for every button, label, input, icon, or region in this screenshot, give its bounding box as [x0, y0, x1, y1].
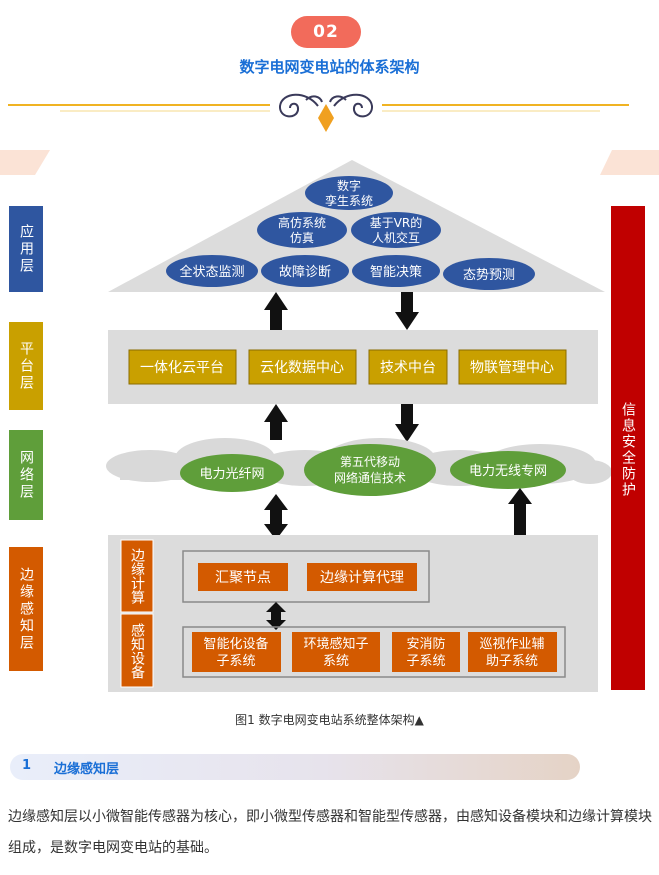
section-heading-bar: [10, 754, 580, 780]
app-decision-label: 智能决策: [370, 264, 422, 280]
app-monitoring-label: 全状态监测: [179, 264, 244, 280]
arrow-down-icon: [395, 292, 419, 330]
layer-label-application-text: 应用层: [18, 223, 34, 275]
edge-box-aggregation-label: 汇聚节点: [215, 570, 271, 586]
app-digital-twin-label-1: 数字: [337, 178, 361, 193]
app-diagnosis: 故障诊断: [261, 255, 349, 287]
sensing-box-devices-label-1: 智能化设备: [203, 636, 268, 652]
sensing-box-fire-label-2: 子系统: [406, 654, 445, 669]
network-5g-label-2: 网络通信技术: [334, 470, 406, 485]
double-arrow-icon: [266, 602, 286, 630]
page-title: 数字电网变电站的体系架构: [239, 58, 420, 76]
network-5g: 第五代移动 网络通信技术: [304, 444, 436, 496]
section-title: 边缘感知层: [54, 762, 120, 777]
sensing-box-environment: 环境感知子 系统: [292, 632, 380, 672]
sensing-box-fire: 安消防 子系统: [392, 632, 460, 672]
platform-box-datacenter-label: 云化数据中心: [260, 360, 344, 376]
body-paragraph: 边缘感知层以小微智能传感器为核心，即小微型传感器和智能型传感器，由感知设备模块和…: [8, 809, 652, 856]
sensing-box-patrol-label-1: 巡视作业辅: [479, 637, 544, 652]
section-badge: 02: [291, 16, 361, 48]
app-monitoring: 全状态监测: [166, 255, 258, 287]
app-simulation-label-1: 高仿系统: [278, 215, 326, 230]
app-vr: 基于VR的 人机交互: [351, 212, 441, 248]
security-label: 信息安全防护: [611, 390, 645, 510]
ornament-divider: [8, 93, 629, 132]
app-digital-twin-label-2: 孪生系统: [325, 193, 373, 208]
platform-box-cloud-label: 一体化云平台: [140, 360, 224, 376]
app-simulation-label-2: 仿真: [290, 231, 314, 245]
diamond-ornament-icon: [318, 104, 334, 132]
sensing-box-environment-label-2: 系统: [323, 654, 349, 669]
sensing-device-label-box: [120, 613, 154, 688]
edge-box-agent-label: 边缘计算代理: [320, 570, 404, 586]
app-diagnosis-label: 故障诊断: [279, 265, 331, 280]
layer-label-edge: 边缘感知层: [9, 547, 43, 671]
layer-label-network-text: 网络层: [18, 449, 34, 501]
edge-box-aggregation: 汇聚节点: [198, 563, 288, 591]
network-wireless-label: 电力无线专网: [469, 464, 547, 479]
sensing-device-label-text: 感知设备: [129, 622, 145, 679]
security-label-text: 信息安全防护: [620, 402, 636, 498]
app-vr-label-1: 基于VR的: [370, 215, 423, 230]
sensing-device-label: 感知设备: [121, 614, 153, 687]
arrow-up-icon: [264, 292, 288, 330]
platform-box-techcenter-label: 技术中台: [380, 360, 436, 376]
platform-box-iot: 物联管理中心: [458, 349, 567, 385]
network-wireless: 电力无线专网: [450, 451, 566, 489]
layer-label-platform: 平台层: [9, 322, 43, 410]
architecture-diagram: 数字 孪生系统 高仿系统 仿真 基于VR的 人机交互 全状态监测 故障诊断 智能…: [0, 150, 659, 692]
network-fiber: 电力光纤网: [180, 454, 284, 492]
platform-box-techcenter: 技术中台: [368, 349, 448, 385]
double-arrow-icon: [264, 494, 288, 540]
figure-caption: 图1 数字电网变电站系统整体架构▲: [235, 713, 424, 727]
app-digital-twin: 数字 孪生系统: [305, 176, 393, 210]
layer-label-application: 应用层: [9, 206, 43, 292]
app-simulation: 高仿系统 仿真: [257, 212, 347, 248]
layer-label-edge-text: 边缘感知层: [18, 566, 34, 652]
platform-box-iot-label: 物联管理中心: [470, 360, 554, 376]
app-prediction-label: 态势预测: [463, 267, 515, 283]
sensing-box-patrol: 巡视作业辅 助子系统: [468, 632, 557, 672]
edge-computing-label-box: [120, 539, 154, 613]
sensing-box-patrol-label-2: 助子系统: [486, 654, 538, 669]
section-number: 1: [22, 758, 32, 773]
sensing-box-fire-label-1: 安消防: [406, 636, 445, 652]
edge-computing-frame: [182, 550, 430, 603]
layer-label-platform-text: 平台层: [18, 340, 34, 392]
app-prediction: 态势预测: [443, 258, 535, 290]
sensing-frame: [182, 626, 566, 678]
platform-box-cloud: 一体化云平台: [128, 349, 237, 385]
security-bar: [611, 206, 645, 690]
arrow-up-icon: [264, 404, 288, 440]
network-5g-label-1: 第五代移动: [340, 455, 400, 469]
edge-computing-label-text: 边缘计算: [129, 548, 145, 604]
edge-box-agent: 边缘计算代理: [307, 563, 417, 591]
app-vr-label-2: 人机交互: [372, 230, 420, 245]
edge-computing-label: 边缘计算: [121, 540, 153, 612]
layer-label-network: 网络层: [9, 430, 43, 520]
sensing-box-environment-label-1: 环境感知子: [303, 636, 368, 652]
swirl-ornament-icon: [279, 93, 373, 118]
platform-box-datacenter: 云化数据中心: [248, 349, 357, 385]
sensing-box-devices: 智能化设备 子系统: [192, 632, 281, 672]
network-fiber-label: 电力光纤网: [199, 467, 264, 482]
app-decision: 智能决策: [352, 255, 440, 287]
arrow-down-icon: [395, 404, 419, 442]
sensing-box-devices-label-2: 子系统: [216, 654, 255, 669]
